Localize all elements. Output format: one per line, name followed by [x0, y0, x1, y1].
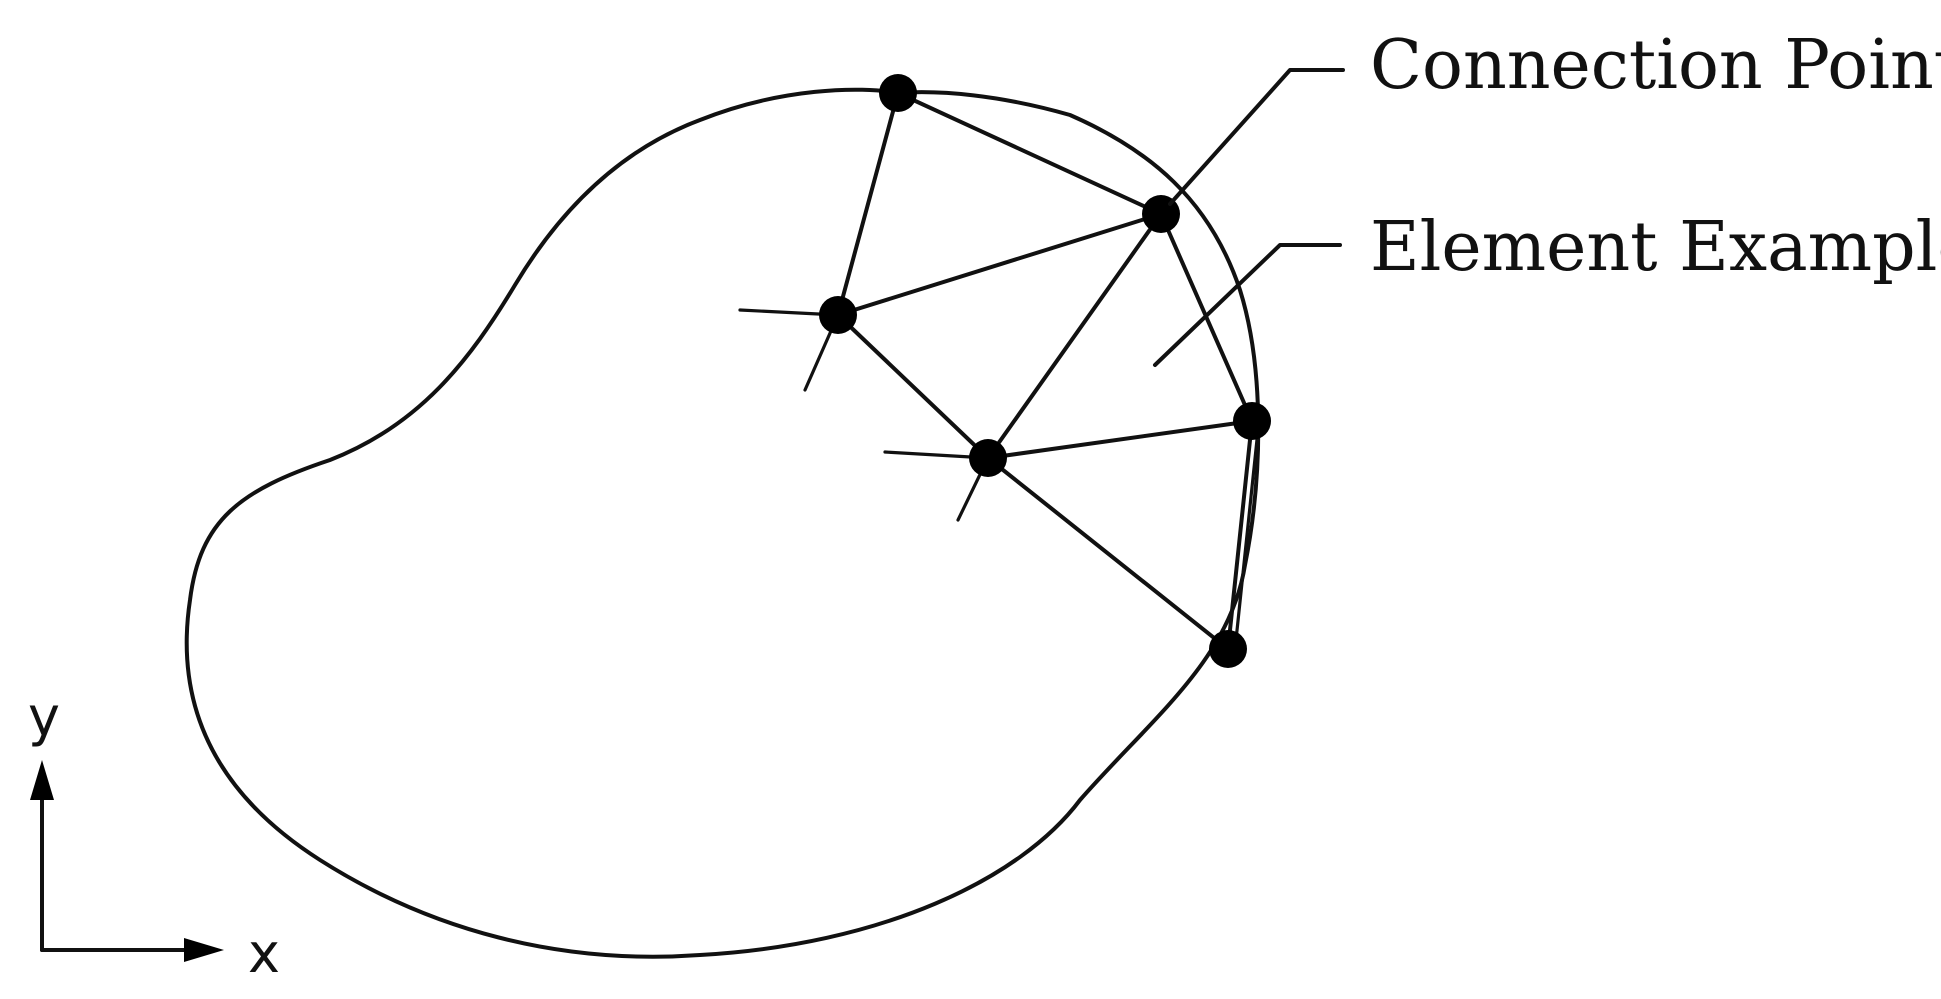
- connection-point: [1233, 402, 1271, 440]
- x-axis-arrowhead: [184, 938, 224, 962]
- coordinate-axes: y x: [28, 685, 280, 985]
- element-example-leader: [1153, 243, 1342, 367]
- y-axis-label: y: [28, 685, 60, 748]
- element-edge: [896, 91, 1163, 216]
- connection-points: [819, 74, 1271, 668]
- element-edge: [986, 212, 1163, 460]
- mesh-elements: [738, 91, 1260, 651]
- element-example-label: Element Example: [1370, 208, 1941, 287]
- element-edge: [986, 456, 1230, 651]
- element-edge: [836, 313, 990, 460]
- connection-point-leader: [1168, 68, 1345, 206]
- element-edge: [986, 419, 1254, 460]
- element-edge: [1226, 419, 1254, 651]
- connection-point: [819, 296, 857, 334]
- connection-point-label: Connection Point: [1370, 26, 1941, 105]
- element-edge: [836, 212, 1163, 317]
- y-axis-arrowhead: [30, 760, 54, 800]
- connection-point: [879, 74, 917, 112]
- connection-point: [1209, 630, 1247, 668]
- x-axis-label: x: [248, 922, 280, 985]
- element-edge: [836, 91, 900, 317]
- domain-boundary: [184, 87, 1261, 959]
- connection-point: [969, 439, 1007, 477]
- element-edge: [1234, 428, 1260, 642]
